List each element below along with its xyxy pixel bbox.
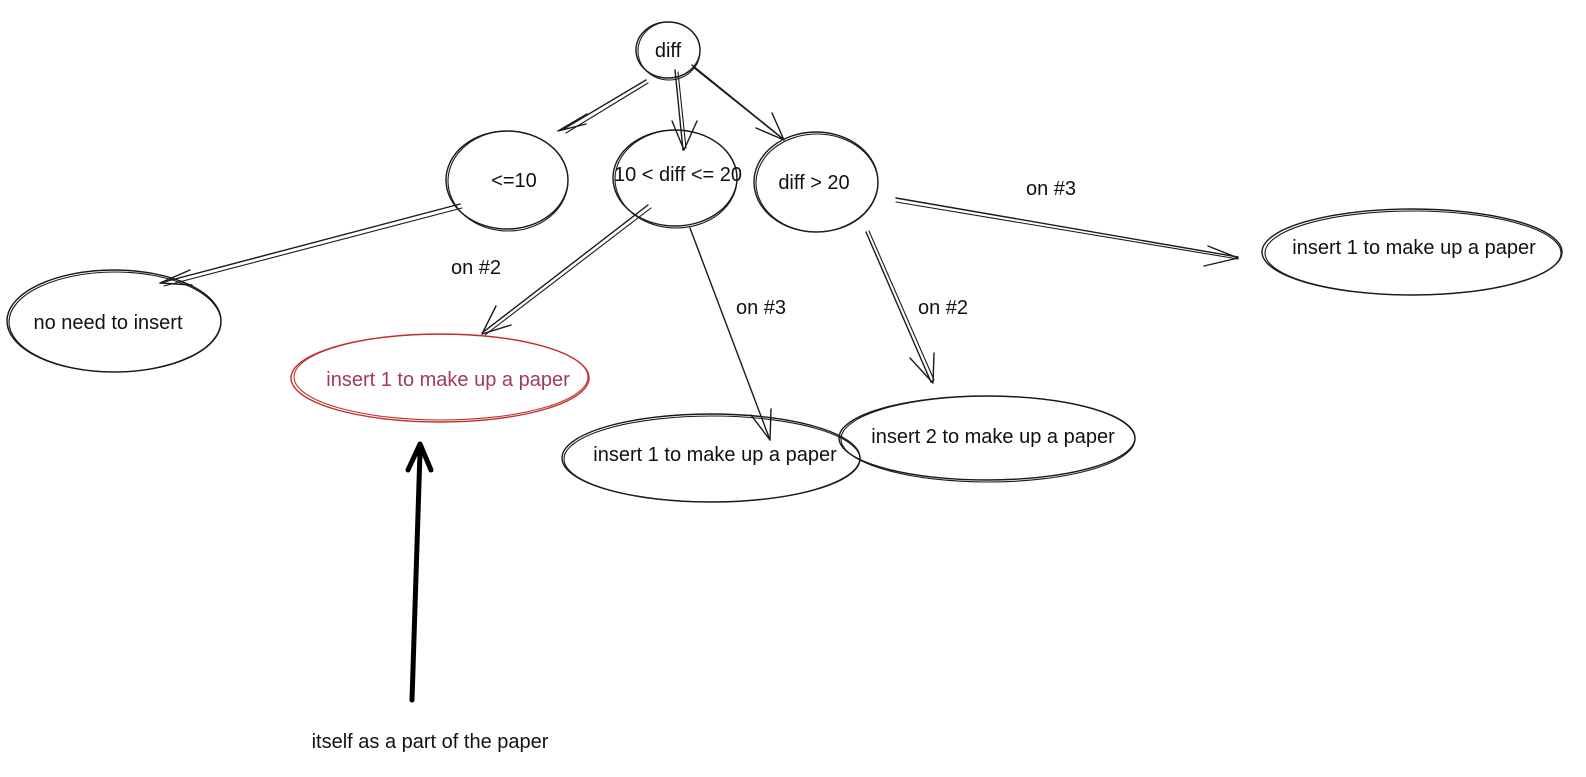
node-leaf-no-insert-label: no need to insert [34,312,183,334]
node-root: diff [635,21,701,81]
edge-label-mid-on-2: on #2 [451,257,501,279]
node-branch-low-label: <=10 [491,170,537,192]
edge-mid-to-leaf-mid-3 [689,227,772,441]
node-leaf-highlight: insert 1 to make up a paper [290,333,590,423]
node-branch-low: <=10 [445,130,569,232]
edge-label-mid-on-3: on #3 [736,297,786,319]
edge-low-to-no-insert [159,203,463,287]
node-leaf-high-3: insert 1 to make up a paper [1261,208,1563,296]
node-root-label: diff [655,40,682,62]
edge-label-high-on-2: on #2 [918,297,968,319]
edge-root-to-high [691,64,785,141]
node-leaf-highlight-label: insert 1 to make up a paper [326,369,570,391]
node-leaf-high-2-label: insert 2 to make up a paper [871,426,1115,448]
node-leaf-mid-3: insert 1 to make up a paper [561,413,861,503]
node-leaf-high-2: insert 2 to make up a paper [838,395,1136,483]
node-leaf-no-insert: no need to insert [6,269,222,373]
edge-mid-to-highlight-leaf [481,204,652,336]
pointer-arrow [405,441,434,703]
edge-root-to-low [557,79,649,134]
node-leaf-high-3-label: insert 1 to make up a paper [1292,237,1536,259]
node-leaf-mid-3-label: insert 1 to make up a paper [593,444,837,466]
edge-root-to-mid [671,69,698,151]
annotation-text: itself as a part of the paper [312,731,549,753]
node-branch-high: diff > 20 [753,131,879,233]
edge-high-to-leaf-high-3 [895,197,1239,267]
node-branch-mid-label: 10 < diff <= 20 [614,164,742,186]
node-branch-mid: 10 < diff <= 20 [612,129,742,229]
edge-label-high-on-3: on #3 [1026,178,1076,200]
edge-high-to-leaf-high-2 [865,230,935,384]
node-branch-high-label: diff > 20 [778,172,849,194]
